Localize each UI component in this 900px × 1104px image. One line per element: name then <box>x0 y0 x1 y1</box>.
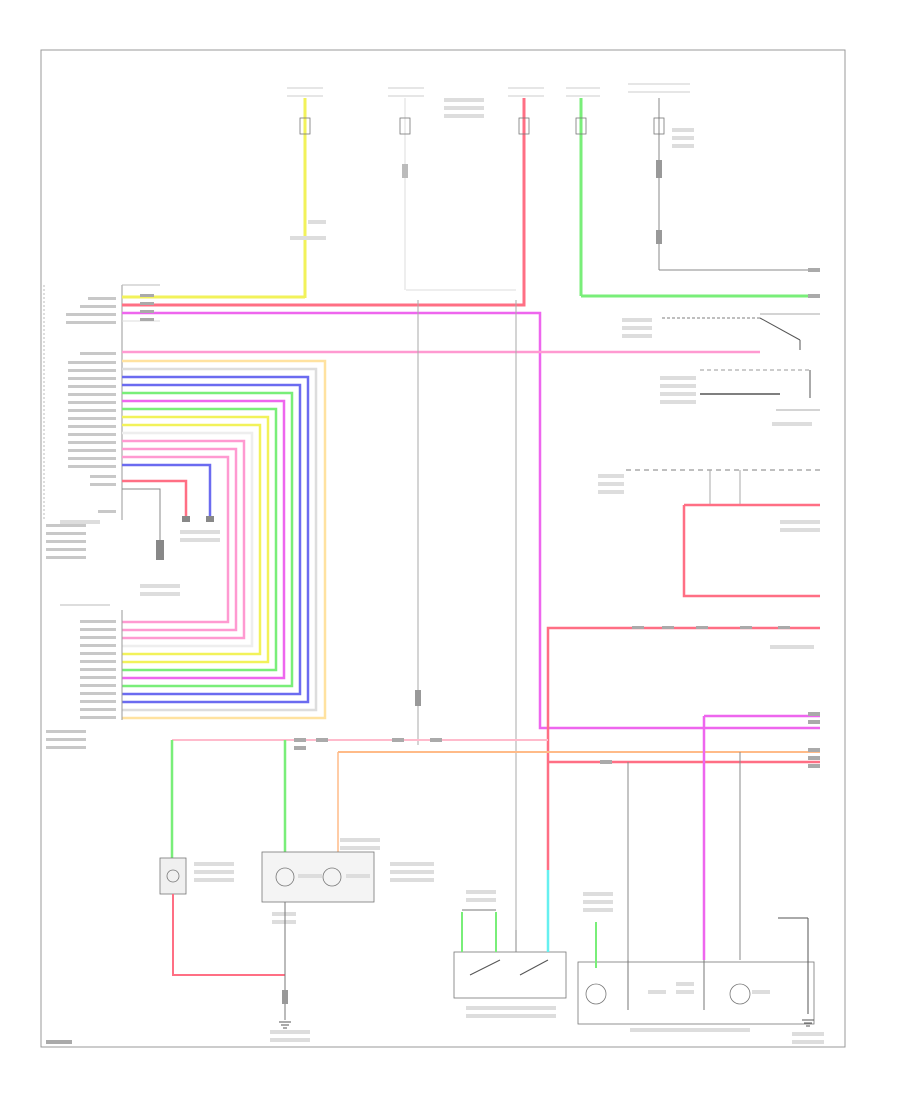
fuse-icon <box>399 117 411 135</box>
switch-icon <box>759 317 801 341</box>
fuse-icon <box>575 117 587 135</box>
ground-icon <box>279 1019 814 1029</box>
switch-icon <box>469 959 501 976</box>
right-switches <box>598 313 820 532</box>
right-red-loop <box>546 503 820 870</box>
lamp-icon <box>322 867 342 887</box>
fuse-column-1 <box>287 87 326 298</box>
connector-pin-labels <box>46 297 116 559</box>
lower-connector <box>46 516 220 749</box>
hazard-switch <box>453 870 567 1018</box>
fuse-column-5 <box>628 83 820 271</box>
lamp-icon <box>275 867 295 887</box>
signal-wire-bundle <box>122 359 327 720</box>
lamp-icon <box>729 983 751 1005</box>
diagram-frame <box>40 49 846 1048</box>
right-edge-labels <box>808 268 820 768</box>
upper-harness <box>122 294 820 730</box>
fuse-icon <box>299 117 311 135</box>
diagram-id <box>46 1040 72 1044</box>
lamp-icon <box>585 983 607 1005</box>
rear-combination-lamp <box>577 892 815 1032</box>
combination-meter <box>261 838 434 1042</box>
fuse-icon <box>653 117 665 135</box>
front-combination-lamp-left <box>159 857 285 976</box>
lower-harness <box>170 714 820 960</box>
fuse-column-3 <box>508 87 544 300</box>
lamp-icon <box>166 869 180 883</box>
fuse-icon <box>518 117 530 135</box>
fuse-column-4 <box>566 87 600 296</box>
fuse-column-2 <box>388 87 484 290</box>
